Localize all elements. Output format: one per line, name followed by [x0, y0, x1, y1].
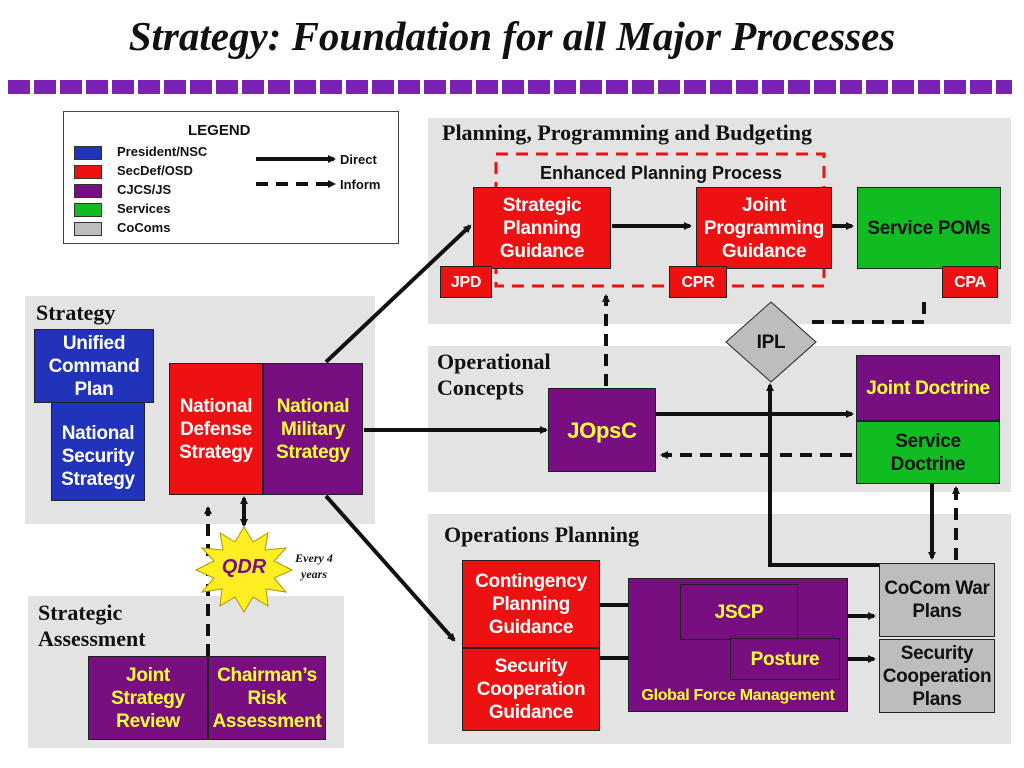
contingency-planning-guidance: Contingency Planning Guidance — [462, 560, 600, 648]
joint-doctrine: Joint Doctrine — [856, 355, 1000, 421]
legend-item-cjcs: CJCS/JS — [117, 182, 172, 197]
service-doctrine: Service Doctrine — [856, 421, 1000, 484]
arrow-nds-to-spg — [324, 224, 472, 364]
jopsc-box: JOpsC — [548, 388, 656, 472]
security-cooperation-guidance: Security Cooperation Guidance — [462, 648, 600, 731]
strategy-title: Strategy — [36, 300, 116, 325]
legend-swatch-services — [74, 203, 102, 217]
service-poms: Service POMs — [857, 187, 1001, 269]
legend-swatch-president — [74, 146, 102, 160]
qdr-starburst — [194, 526, 294, 613]
arrow-cocom-to-ipl — [766, 383, 880, 567]
legend-item-services: Services — [117, 201, 171, 216]
ipl-label: IPL — [756, 331, 786, 353]
legend-title: LEGEND — [188, 122, 251, 139]
gfm-label: Global Force Management — [641, 687, 835, 704]
security-cooperation-plans: Security Cooperation Plans — [879, 639, 995, 713]
legend-inform-label: Inform — [340, 177, 381, 192]
national-defense-strategy: National Defense Strategy — [169, 363, 263, 495]
title-stripe — [8, 80, 1012, 94]
legend-direct-label: Direct — [340, 152, 377, 167]
arrow-ipl-to-poms — [812, 298, 926, 324]
epp-boundary — [494, 152, 826, 288]
arrow-nds-to-cpg — [324, 494, 456, 642]
posture-box: Posture — [730, 638, 840, 680]
cpr-label: CPR — [669, 266, 727, 298]
qdr-label: QDR — [221, 556, 267, 578]
joint-programming-guidance: Joint Programming Guidance — [696, 187, 832, 269]
legend-swatch-secdef — [74, 165, 102, 179]
cpa-label: CPA — [942, 266, 998, 298]
epp-title: Enhanced Planning Process — [539, 163, 783, 183]
legend-item-president: President/NSC — [117, 144, 208, 159]
legend-item-cocoms: CoComs — [117, 220, 171, 235]
page-title: Strategy: Foundation for all Major Proce… — [128, 13, 896, 59]
ipl-diamond — [725, 301, 817, 383]
national-military-strategy: National Military Strategy — [263, 363, 363, 495]
operational-concepts-title: Operational Concepts — [437, 349, 551, 400]
chairmans-risk-assessment: Chairman’s Risk Assessment — [208, 656, 326, 740]
operations-planning-title: Operations Planning — [444, 522, 639, 547]
qdr-frequency: Every 4 years — [295, 551, 333, 581]
unified-command-plan: Unified Command Plan — [34, 329, 154, 403]
ppb-title: Planning, Programming and Budgeting — [442, 120, 812, 145]
cocom-war-plans: CoCom War Plans — [879, 563, 995, 637]
legend-item-secdef: SecDef/OSD — [117, 163, 193, 178]
strategic-planning-guidance: Strategic Planning Guidance — [473, 187, 611, 269]
jpd-label: JPD — [440, 266, 492, 298]
joint-strategy-review: Joint Strategy Review — [88, 656, 208, 740]
national-security-strategy: National Security Strategy — [51, 393, 145, 501]
legend-swatch-cjcs — [74, 184, 102, 198]
strategic-assessment-title: Strategic Assessment — [38, 600, 146, 651]
legend-swatch-cocoms — [74, 222, 102, 236]
jscp-box: JSCP — [680, 584, 798, 640]
legend: LEGEND President/NSC SecDef/OSD CJCS/JS … — [63, 111, 399, 244]
